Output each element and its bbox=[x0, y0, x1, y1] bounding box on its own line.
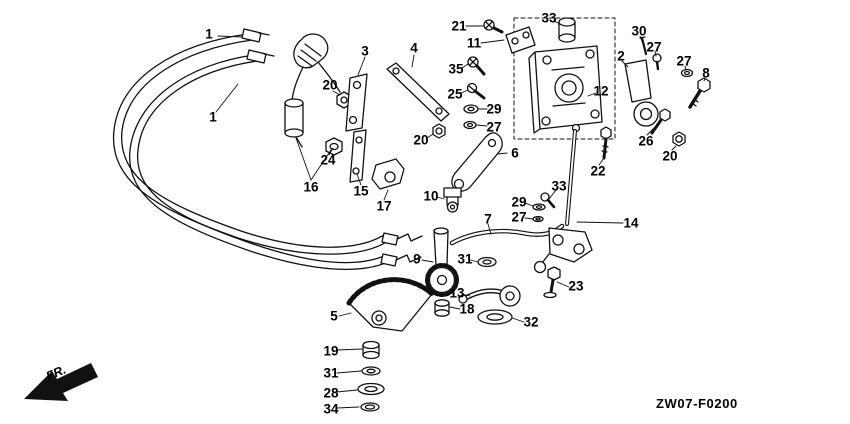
plate-4 bbox=[386, 62, 450, 122]
part-label-33: 33 bbox=[541, 10, 557, 26]
part-label-29: 29 bbox=[511, 194, 527, 210]
screw-35 bbox=[467, 56, 486, 76]
throttle-cable-lower bbox=[129, 49, 422, 270]
part-label-19: 19 bbox=[323, 343, 339, 359]
part-label-12: 12 bbox=[593, 83, 609, 99]
part-label-27: 27 bbox=[646, 39, 662, 55]
part-label-18: 18 bbox=[459, 301, 475, 317]
washer-27-lower bbox=[532, 215, 544, 223]
link-rod-14 bbox=[533, 123, 593, 274]
part-label-11: 11 bbox=[466, 35, 482, 51]
part-label-3: 3 bbox=[361, 43, 369, 59]
part-label-23: 23 bbox=[568, 278, 584, 294]
screw-33-lower bbox=[540, 192, 556, 209]
part-label-28: 28 bbox=[323, 385, 339, 401]
part-label-16: 16 bbox=[303, 179, 319, 195]
ring-31-right bbox=[477, 256, 497, 268]
washer-29-lower bbox=[532, 203, 546, 211]
screw-21 bbox=[483, 19, 504, 34]
part-label-10: 10 bbox=[423, 188, 439, 204]
bolt-23 bbox=[543, 266, 561, 299]
part-label-20: 20 bbox=[322, 77, 338, 93]
bracket-2 bbox=[624, 59, 659, 127]
part-label-24: 24 bbox=[320, 152, 336, 168]
part-label-31: 31 bbox=[323, 365, 339, 381]
nut-20-center bbox=[432, 123, 446, 139]
arm-13 bbox=[458, 285, 521, 307]
washer-34 bbox=[360, 402, 380, 412]
leader-lines bbox=[215, 20, 706, 409]
part-label-1: 1 bbox=[209, 109, 217, 125]
part-label-4: 4 bbox=[410, 40, 418, 56]
fr-direction-arrow bbox=[24, 363, 98, 401]
part-label-30: 30 bbox=[631, 23, 647, 39]
screw-25 bbox=[466, 82, 486, 100]
part-label-5: 5 bbox=[330, 308, 338, 324]
part-label-14: 14 bbox=[623, 215, 639, 231]
nut-20-right bbox=[672, 131, 686, 147]
bracket-12 bbox=[528, 45, 603, 134]
part-label-21: 21 bbox=[451, 18, 467, 34]
spacer-18 bbox=[434, 299, 450, 317]
bolt-27-a bbox=[652, 53, 662, 71]
part-label-27: 27 bbox=[676, 53, 692, 69]
washer-27-upper bbox=[463, 120, 477, 130]
part-label-9: 9 bbox=[413, 251, 421, 267]
shaft-9 bbox=[425, 227, 459, 297]
cable-connector-16 bbox=[284, 33, 341, 148]
bolt-26 bbox=[650, 108, 671, 135]
part-label-31: 31 bbox=[457, 251, 473, 267]
diagram-code: ZW07-F0200 bbox=[656, 396, 738, 411]
part-label-17: 17 bbox=[376, 198, 392, 214]
throttle-cable-upper bbox=[112, 28, 423, 255]
part-label-27: 27 bbox=[486, 119, 502, 135]
lever-6 bbox=[451, 132, 503, 192]
washer-29-upper bbox=[463, 104, 479, 114]
part-label-20: 20 bbox=[662, 148, 678, 164]
part-label-22: 22 bbox=[590, 163, 606, 179]
rod-7 bbox=[449, 223, 565, 246]
part-label-35: 35 bbox=[448, 61, 464, 77]
part-label-32: 32 bbox=[523, 314, 539, 330]
collar-19 bbox=[362, 340, 380, 360]
part-label-34: 34 bbox=[323, 401, 339, 417]
part-label-27: 27 bbox=[511, 209, 527, 225]
part-label-13: 13 bbox=[449, 285, 465, 301]
part-label-26: 26 bbox=[638, 133, 654, 149]
clevis-10 bbox=[443, 187, 462, 213]
ring-31-bottom bbox=[361, 366, 381, 376]
sector-gear-5 bbox=[346, 277, 435, 332]
washer-28 bbox=[357, 382, 385, 396]
part-label-8: 8 bbox=[702, 65, 710, 81]
plate-11 bbox=[505, 26, 536, 54]
bracket-15 bbox=[349, 129, 367, 183]
part-label-1: 1 bbox=[205, 26, 213, 42]
cylinder-33-top bbox=[558, 17, 576, 43]
washer-27-b bbox=[680, 68, 694, 78]
part-label-25: 25 bbox=[447, 86, 463, 102]
part-label-6: 6 bbox=[511, 145, 519, 161]
bracket-3 bbox=[345, 73, 368, 132]
part-label-7: 7 bbox=[484, 211, 492, 227]
bolt-22 bbox=[600, 126, 612, 160]
part-label-29: 29 bbox=[486, 101, 502, 117]
washer-32 bbox=[477, 309, 513, 325]
part-label-2: 2 bbox=[617, 48, 625, 64]
bolt-8 bbox=[688, 77, 711, 109]
part-label-33: 33 bbox=[551, 178, 567, 194]
part-label-15: 15 bbox=[353, 183, 369, 199]
part-label-20: 20 bbox=[413, 132, 429, 148]
bracket-17 bbox=[371, 158, 405, 190]
